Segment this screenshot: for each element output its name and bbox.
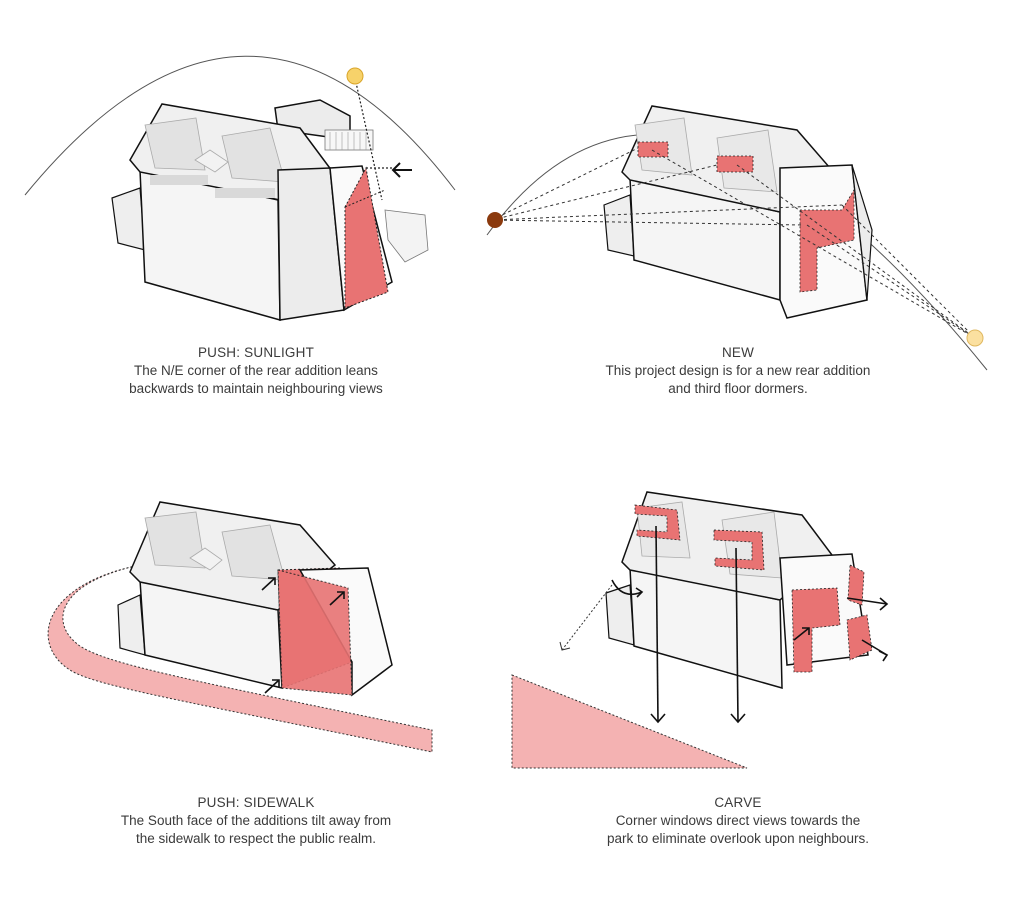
caption-push-sunlight: PUSH: SUNLIGHT The N/E corner of the rea… [80, 344, 432, 398]
diagram-push-sunlight [24, 55, 456, 321]
moon-icon [487, 212, 503, 228]
panel-description-line: The N/E corner of the rear addition lean… [134, 363, 378, 378]
panel-title: PUSH: SUNLIGHT [197, 345, 315, 360]
panel-description-line: The South face of the additions tilt awa… [120, 813, 392, 828]
sun-icon [966, 329, 984, 347]
caption-push-sidewalk: PUSH: SIDEWALK The South face of the add… [80, 794, 432, 848]
park-area [511, 674, 748, 769]
dormer-window-highlight [713, 529, 765, 571]
dormer-window-highlight [716, 155, 754, 173]
diagram-carve [511, 491, 889, 769]
panel-description-line: and third floor dormers. [668, 381, 808, 396]
arrow-icon [391, 162, 412, 178]
moon-icon-wrap [487, 212, 503, 228]
panel-title: PUSH: SIDEWALK [197, 795, 315, 810]
arrow-icon [611, 525, 889, 724]
dormer-window-highlight [634, 504, 681, 541]
diagram-push-sidewalk [47, 501, 433, 753]
tilted-face-highlight [344, 166, 389, 309]
sun-icon [346, 67, 364, 85]
arrow-icon [261, 577, 345, 694]
dormer-window-highlight [637, 141, 669, 158]
panel-description-line: park to eliminate overlook upon neighbou… [607, 831, 869, 846]
panel-description-line: the sidewalk to respect the public realm… [135, 831, 377, 846]
panel-push-sunlight: PUSH: SUNLIGHT The N/E corner of the rea… [0, 0, 512, 420]
caption-new: NEW This project design is for a new rea… [552, 344, 924, 398]
panel-carve: CARVE Corner windows direct views toward… [511, 450, 1024, 870]
sidewalk-band [47, 564, 433, 753]
panel-new: NEW This project design is for a new rea… [486, 0, 1024, 420]
addition-window-highlight [791, 587, 841, 673]
sun-path-arc [24, 55, 456, 196]
panel-push-sidewalk: PUSH: SIDEWALK The South face of the add… [0, 450, 512, 870]
panel-description-line: This project design is for a new rear ad… [605, 363, 871, 378]
panel-title: NEW [721, 345, 755, 360]
panel-description-line: backwards to maintain neighbouring views [129, 381, 383, 396]
caption-carve: CARVE Corner windows direct views toward… [552, 794, 924, 848]
diagram-new [486, 105, 988, 371]
panel-title: CARVE [714, 795, 762, 810]
panel-description-line: Corner windows direct views towards the [615, 813, 861, 828]
